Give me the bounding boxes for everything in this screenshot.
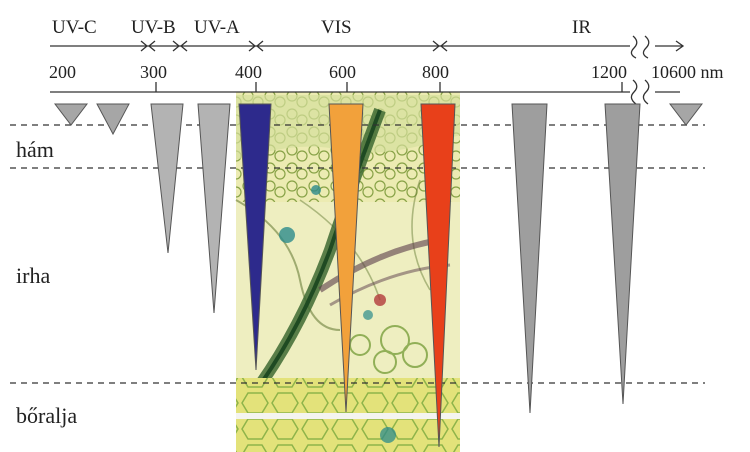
tick-label-300: 300	[140, 62, 167, 82]
wavelength-axis	[50, 79, 680, 105]
wedge-250nm	[96, 103, 130, 136]
band-arrows	[50, 35, 685, 59]
tick-label-600: 600	[329, 62, 356, 82]
wedge-1200nm	[604, 103, 641, 405]
wedge-200nm	[53, 103, 89, 126]
tick-label-800: 800	[422, 62, 449, 82]
penetration-wedges	[53, 103, 704, 448]
band-label-uvc: UV-C	[52, 17, 97, 38]
layer-label-dermis: irha	[16, 263, 50, 288]
band-label-uvb: UV-B	[131, 17, 176, 38]
band-label-vis: VIS	[321, 17, 352, 38]
layer-label-subcutis: bőralja	[16, 403, 77, 428]
wedge-800nm	[420, 103, 456, 448]
wedge-1000nm	[511, 103, 548, 414]
layer-boundaries	[10, 124, 705, 384]
tick-label-400: 400	[235, 62, 262, 82]
wedge-600nm	[328, 103, 364, 413]
tick-label-1200: 1200	[591, 62, 627, 82]
tick-label-10600: 10600 nm	[651, 62, 724, 82]
wedge-10600nm	[668, 103, 704, 126]
band-label-ir: IR	[572, 17, 591, 38]
band-label-uva: UV-A	[194, 17, 240, 38]
layer-label-epidermis: hám	[16, 137, 54, 162]
tick-label-200: 200	[49, 62, 76, 82]
wedge-350nm	[197, 103, 231, 314]
wedge-300nm	[150, 103, 184, 254]
wedge-400nm	[238, 103, 272, 371]
